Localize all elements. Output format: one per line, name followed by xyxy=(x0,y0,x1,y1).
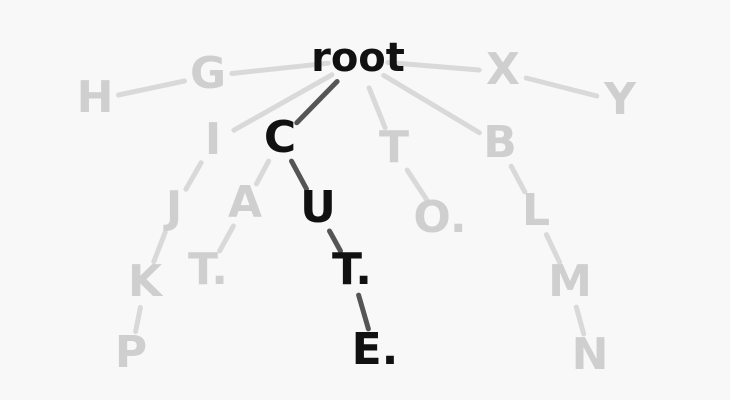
node-x: X xyxy=(486,44,520,95)
edge-u-t2 xyxy=(327,228,343,254)
node-y: Y xyxy=(603,74,637,125)
edge-root-b xyxy=(381,72,482,136)
edge-root-i xyxy=(231,72,335,133)
edge-t3-o xyxy=(404,167,430,203)
node-c: C xyxy=(264,112,296,163)
node-t2: T. xyxy=(332,244,372,295)
edge-i-j xyxy=(183,160,204,192)
edge-c-u xyxy=(289,158,309,192)
edge-l-m xyxy=(543,232,563,265)
edge-x-y xyxy=(523,75,600,99)
edge-root-c xyxy=(294,79,340,126)
node-m: M xyxy=(548,256,592,307)
node-l: L xyxy=(522,185,550,236)
node-b: B xyxy=(483,117,517,168)
node-a: A xyxy=(228,177,262,228)
node-h: H xyxy=(77,72,114,123)
node-n: N xyxy=(572,329,609,380)
edge-k-p xyxy=(133,305,143,334)
edge-root-x xyxy=(385,60,482,73)
node-g: G xyxy=(190,48,226,99)
edge-root-t3 xyxy=(366,85,388,131)
node-u: U xyxy=(300,182,336,233)
edge-m-n xyxy=(573,304,587,337)
edge-g-h xyxy=(116,78,187,98)
edge-b-l xyxy=(508,163,528,195)
node-t3: T xyxy=(379,122,409,173)
edge-c-a xyxy=(253,158,272,187)
edge-j-k xyxy=(151,229,168,265)
edges-layer xyxy=(116,60,600,337)
node-o: O. xyxy=(413,192,466,243)
node-k: K xyxy=(128,256,164,307)
edge-t2-e xyxy=(356,292,371,332)
edge-a-t1 xyxy=(217,223,236,254)
node-t1: T. xyxy=(188,244,228,295)
node-e: E. xyxy=(352,324,399,375)
node-i: I xyxy=(205,114,221,165)
node-j: J xyxy=(163,182,182,233)
edge-root-g xyxy=(229,60,331,76)
node-p: P xyxy=(115,327,147,378)
node-root: root xyxy=(311,35,405,81)
